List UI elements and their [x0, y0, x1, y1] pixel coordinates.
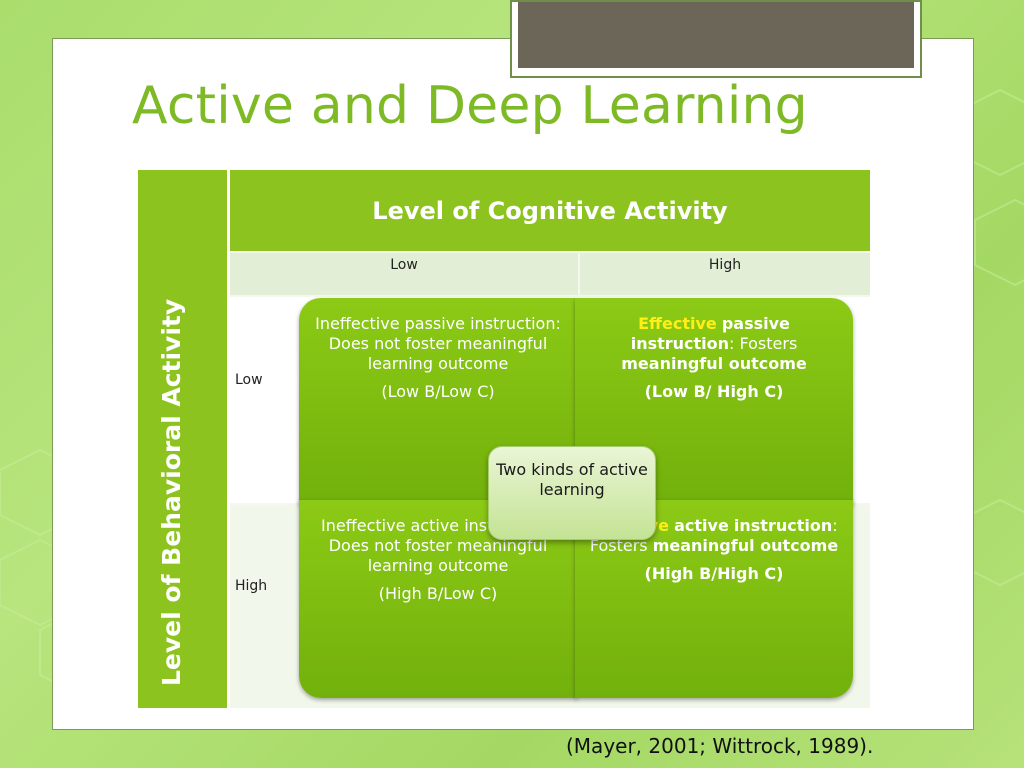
activity-kind: active	[674, 516, 729, 535]
row-label-high: High	[235, 578, 268, 594]
row-label-low: Low	[235, 372, 263, 388]
quadrant-code: (High B/High C)	[644, 564, 784, 583]
center-callout: Two kinds of active learning	[488, 446, 656, 540]
header-photo-image	[518, 2, 914, 68]
quadrant-description: Effective passive instruction: Fosters m…	[585, 314, 843, 374]
effective-word: Effective	[638, 314, 717, 333]
instruction-word: instruction	[733, 516, 833, 535]
cognitive-axis-header: Level of Cognitive Activity	[230, 170, 870, 251]
fosters-text: : Fosters	[729, 334, 798, 353]
behavioral-axis-bar	[138, 170, 227, 708]
outcome-text: meaningful outcome	[652, 536, 839, 555]
slide-title: Active and Deep Learning	[132, 76, 808, 136]
quadrant-code: (Low B/Low C)	[381, 382, 495, 401]
instruction-word: instruction	[630, 334, 730, 353]
citation: (Mayer, 2001; Wittrock, 1989).	[566, 734, 874, 758]
quadrant-description: Ineffective passive instruction: Does no…	[315, 314, 561, 373]
column-header-high: High	[580, 253, 870, 295]
outcome-text: meaningful outcome	[621, 354, 807, 373]
activity-kind: passive	[721, 314, 790, 333]
header-photo	[510, 0, 922, 78]
quadrant-low-b-high-c: Effective passive instruction: Fosters m…	[575, 298, 853, 504]
quadrant-code: (High B/Low C)	[378, 584, 498, 603]
fosters-text: : Fosters	[589, 516, 838, 555]
quadrant-code: (Low B/ High C)	[644, 382, 784, 401]
quadrant-description: Effective active instruction: Fosters me…	[585, 516, 843, 556]
behavioral-axis-label: Level of Behavioral Activity	[157, 298, 186, 686]
column-header-low: Low	[230, 253, 578, 295]
